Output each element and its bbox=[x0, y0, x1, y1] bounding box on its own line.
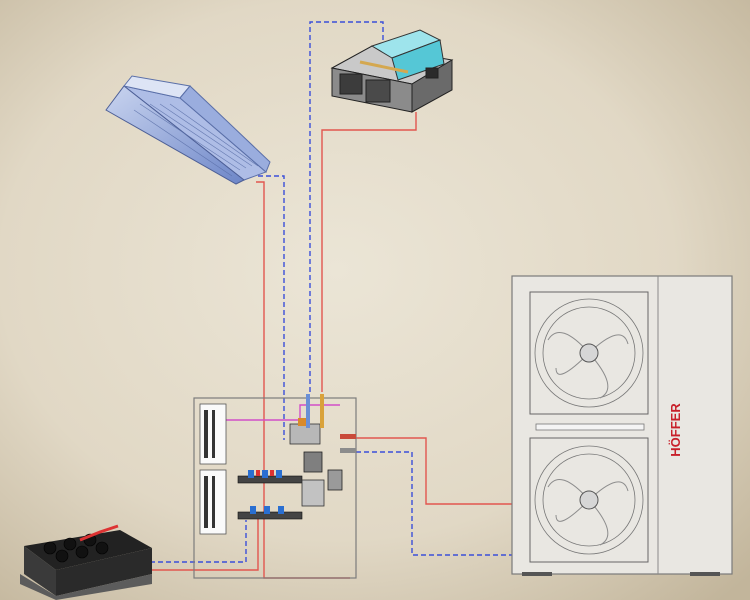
ventilation-unit-icon bbox=[330, 29, 454, 113]
hydraulic-module-icon bbox=[193, 394, 357, 579]
supply-pipe-air-handler bbox=[321, 112, 417, 392]
return-pipe-cassette bbox=[258, 175, 285, 440]
supply-pipe-heat-pump bbox=[356, 437, 512, 505]
pipe-network bbox=[150, 21, 512, 579]
underfloor-heating-icon bbox=[20, 524, 152, 600]
return-pipe-heat-pump bbox=[356, 451, 512, 556]
return-pipe-floor bbox=[150, 520, 247, 563]
brand-logo: HÖFFER bbox=[668, 403, 683, 457]
heat-pump-icon: HÖFFER bbox=[511, 275, 733, 576]
ceiling-cassette-icon bbox=[105, 75, 271, 185]
supply-pipe-floor bbox=[150, 512, 259, 571]
return-pipe-air-handler bbox=[309, 21, 384, 392]
